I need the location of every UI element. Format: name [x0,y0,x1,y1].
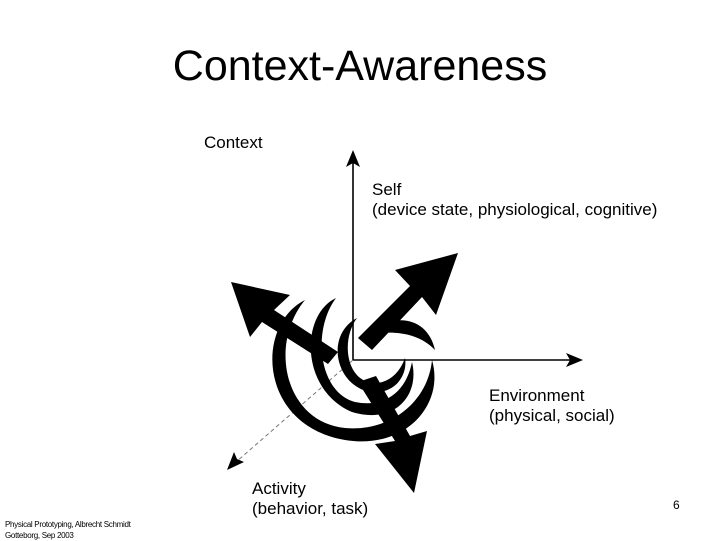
footer-venue: Gotteborg, Sep 2003 [5,531,74,540]
activity-arrow-upper-left [231,282,338,364]
environment-axis-arrowhead [566,353,583,367]
self-axis-arrowhead [346,150,360,167]
activity-axis-arrowhead [227,452,244,470]
environment-label: Environment [489,386,585,405]
context-label: Context [204,133,263,152]
self-arrow [358,253,458,350]
slide-footer: Physical Prototyping, Albrecht Schmidt G… [5,519,131,541]
activity-arrow-lower [358,376,427,493]
self-detail: (device state, physiological, cognitive) [372,200,658,219]
activity-label: Activity [252,479,306,498]
slide-title: Context-Awareness [172,42,548,90]
page-number: 6 [673,498,680,512]
footer-author: Physical Prototyping, Albrecht Schmidt [5,520,131,529]
environment-detail: (physical, social) [489,406,615,425]
activity-detail: (behavior, task) [252,499,369,518]
self-label: Self [372,180,402,199]
